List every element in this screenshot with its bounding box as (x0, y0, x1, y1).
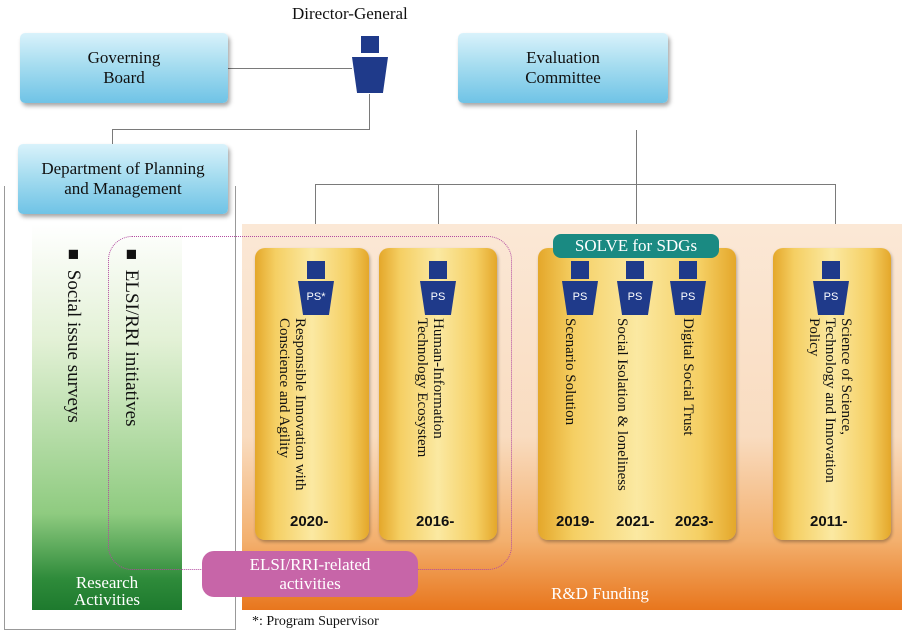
research-bracket (4, 186, 236, 630)
footnote: *: Program Supervisor (252, 614, 379, 629)
ps-icon: PS (670, 261, 706, 315)
program-year: 2020- (290, 513, 329, 530)
ps-icon: PS (420, 261, 456, 315)
connector-dept (112, 129, 113, 145)
connector-ps2 (438, 184, 439, 260)
program-year: 2011- (810, 513, 848, 530)
program-title: Digital Social Trust (680, 318, 696, 436)
program-title: Responsible Innovation with Conscience a… (276, 318, 308, 491)
department-box: Department of Planning and Management (18, 144, 228, 214)
social-issue-surveys: ■ Social issue surveys (63, 244, 84, 423)
rd-funding-label: R&D Funding (551, 584, 649, 603)
program-year: 2021- (616, 513, 655, 530)
governing-board-box: Governing Board (20, 33, 228, 103)
connector-board (228, 68, 352, 69)
program-year: 2023- (675, 513, 714, 530)
research-activities-label: Research Activities (73, 573, 141, 609)
program-title: Human-Information Technology Ecosystem (414, 318, 446, 458)
ps-icon: PS (617, 261, 653, 315)
ps-icon: PS (813, 261, 849, 315)
connector-ps-horizontal (315, 184, 836, 185)
evaluation-committee-box: Evaluation Committee (458, 33, 668, 103)
program-title: Science of Science, Technology and Innov… (806, 318, 854, 483)
ps-icon: PS (562, 261, 598, 315)
connector-director-down (369, 94, 370, 129)
program-title: Social Isolation & loneliness (614, 318, 630, 491)
program-year: 2016- (416, 513, 455, 530)
director-general-label: Director-General (292, 4, 408, 23)
ps-star-icon: PS* (298, 261, 334, 315)
connector-ps1 (315, 184, 316, 260)
solve-for-sdgs-badge: SOLVE for SDGs (553, 234, 719, 258)
connector-ps6 (835, 184, 836, 260)
elsi-related-activities-badge: ELSI/RRI-related activities (202, 551, 418, 597)
connector-top-horizontal (112, 129, 370, 130)
connector-solve (636, 130, 637, 236)
director-general-icon (352, 36, 388, 94)
research-activities-panel (32, 224, 182, 610)
program-title: Scenario Solution (562, 318, 578, 426)
program-year: 2019- (556, 513, 595, 530)
